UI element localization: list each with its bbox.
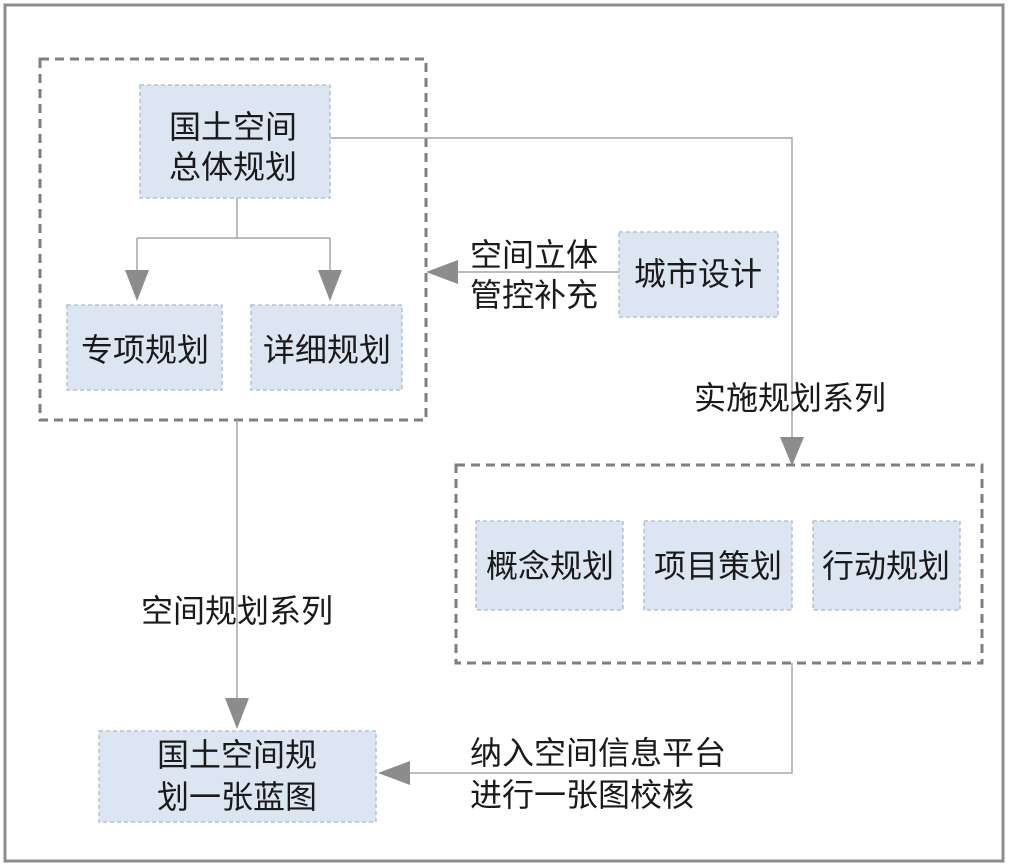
edge-label-spatial-series: 空间规划系列	[141, 592, 333, 630]
node-master-plan-line1: 国土空间	[169, 108, 297, 146]
node-master-plan-box	[139, 84, 331, 199]
node-blueprint-box	[98, 730, 377, 823]
node-concept-plan-label: 概念规划	[486, 547, 614, 585]
node-action-plan-label: 行动规划	[822, 547, 950, 585]
connector-master-to-implementation	[330, 137, 793, 440]
spatial-planning-group	[38, 57, 428, 422]
node-special-plan-box	[66, 304, 223, 391]
node-detailed-plan: 详细规划	[250, 304, 403, 391]
arrowhead-to-implementation-group	[780, 437, 804, 466]
arrowhead-to-blueprint-vertical	[225, 698, 249, 729]
node-special-plan-label: 专项规划	[81, 331, 209, 369]
node-action-plan-box	[812, 520, 961, 611]
arrowhead-to-spatial-group	[426, 260, 458, 284]
edge-label-spatial-control-line2: 管控补充	[470, 276, 598, 314]
node-urban-design-box	[618, 231, 779, 318]
node-urban-design-label: 城市设计	[634, 255, 762, 293]
node-detailed-plan-label: 详细规划	[263, 331, 391, 369]
connector-master-to-branches	[136, 198, 331, 272]
node-blueprint: 国土空间规 划一张蓝图	[98, 730, 377, 823]
node-detailed-plan-box	[250, 304, 403, 391]
arrowhead-to-detailed-plan	[318, 270, 342, 301]
edge-label-platform-line2: 进行一张图校核	[470, 776, 694, 814]
node-blueprint-line2: 划一张蓝图	[157, 778, 317, 816]
node-action-plan: 行动规划	[812, 520, 961, 611]
edge-label-implementation-series: 实施规划系列	[694, 379, 886, 417]
node-concept-plan: 概念规划	[475, 520, 624, 611]
node-project-plan: 项目策划	[643, 520, 793, 611]
node-project-plan-box	[643, 520, 793, 611]
node-master-plan-line2: 总体规划	[169, 148, 297, 186]
node-special-plan: 专项规划	[66, 304, 223, 391]
implementation-planning-group	[454, 463, 984, 665]
arrowhead-to-blueprint-horizontal	[378, 761, 410, 785]
connector-implementation-to-blueprint	[408, 663, 793, 774]
node-project-plan-label: 项目策划	[654, 547, 782, 585]
edge-label-spatial-control-line1: 空间立体	[470, 236, 598, 274]
node-concept-plan-box	[475, 520, 624, 611]
node-blueprint-line1: 国土空间规	[157, 736, 317, 774]
node-master-plan: 国土空间 总体规划	[139, 84, 331, 199]
edge-label-platform-line1: 纳入空间信息平台	[470, 734, 726, 772]
node-urban-design: 城市设计	[618, 231, 779, 318]
arrowhead-to-special-plan	[125, 270, 149, 301]
